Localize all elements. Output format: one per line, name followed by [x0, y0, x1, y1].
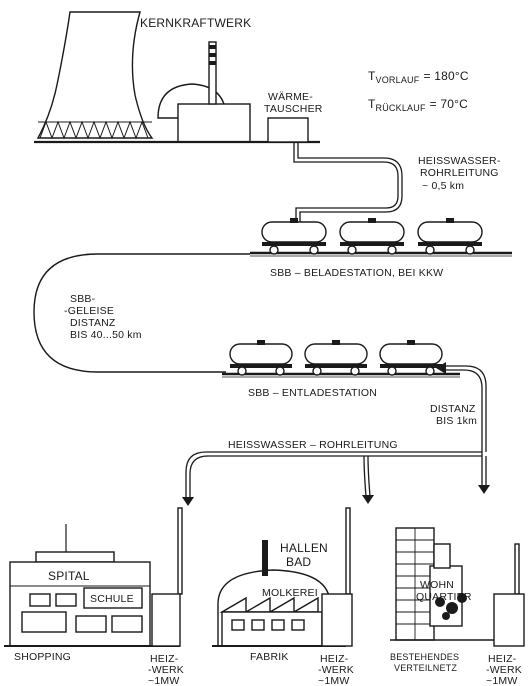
pipe-short-label-3: ~ 0,5 km — [422, 180, 464, 192]
loading-train: SBB – BELADESTATION, BEI KKW — [250, 218, 512, 279]
plant-chimney — [208, 41, 217, 105]
cooling-tower-lattice — [38, 120, 152, 140]
svg-text:~1MW: ~1MW — [318, 675, 349, 686]
svg-text:~1MW: ~1MW — [148, 675, 179, 686]
distribution-network: HEISSWASSER – ROHRLEITUNG — [182, 439, 490, 506]
temperature-labels: TVORLAUF= 180°C TRÜCKLAUF= 70°C — [368, 69, 469, 113]
network-pipe-label: HEISSWASSER – ROHRLEITUNG — [228, 439, 398, 451]
rail-label-4: BIS 40...50 km — [70, 329, 142, 341]
exchanger-label-2: TAUSCHER — [264, 103, 323, 115]
fabrik-label: FABRIK — [250, 651, 289, 663]
return-temperature: TRÜCKLAUF= 70°C — [368, 97, 468, 113]
rail-label-2: -GELEISE — [64, 305, 114, 317]
hallenbad-label-2: BAD — [286, 555, 311, 569]
pipe-short-label-1: HEISSWASSER- — [418, 155, 501, 167]
svg-text:-WERK: -WERK — [148, 664, 184, 676]
flow-temperature: TVORLAUF= 180°C — [368, 69, 469, 85]
tank-wagon — [304, 340, 368, 376]
rail-connection: SBB- -GELEISE DISTANZ BIS 40...50 km — [33, 253, 250, 373]
svg-text:HEIZ-: HEIZ- — [320, 653, 349, 665]
tank-wagon — [229, 340, 293, 376]
pipe-short-label-2: ROHRLEITUNG — [420, 167, 499, 179]
plant-title: KERNKRAFTWERK — [140, 16, 251, 30]
reactor-building — [177, 103, 251, 143]
unloading-train: SBB – ENTLADESTATION — [222, 340, 460, 399]
pipe-plant-to-loading: HEISSWASSER- ROHRLEITUNG ~ 0,5 km — [292, 142, 501, 231]
consumer-spital-group: SPITAL SCHULE SHOPPING — [4, 524, 180, 663]
tank-wagon — [261, 218, 327, 255]
shopping-label: SHOPPING — [14, 651, 71, 663]
svg-text:-WERK: -WERK — [318, 664, 354, 676]
exchanger-label-1: WÄRME- — [268, 91, 313, 103]
svg-text:-WERK: -WERK — [486, 664, 522, 676]
svg-text:HEIZ-: HEIZ- — [150, 653, 179, 665]
distance-label-1: DISTANZ — [430, 403, 476, 415]
tank-wagon — [379, 340, 443, 376]
cooling-tower — [36, 11, 154, 139]
netz-label-2: VERTEILNETZ — [394, 663, 457, 673]
netz-label-1: BESTEHENDES — [390, 652, 459, 662]
heat-exchanger — [267, 117, 309, 143]
schule-label: SCHULE — [90, 593, 134, 605]
wohnquartier-label-2: QUARTIER — [416, 591, 472, 603]
heizwerk-1: HEIZ- -WERK ~1MW — [148, 507, 184, 686]
heizwerk-3: HEIZ- -WERK ~1MW — [486, 543, 525, 686]
svg-text:~1MW: ~1MW — [486, 675, 517, 686]
wohnquartier-label-1: WOHN — [420, 579, 454, 591]
distance-label-2: BIS 1km — [436, 415, 477, 427]
chimney-stripes — [209, 45, 216, 65]
rail-label-3: DISTANZ — [70, 317, 116, 329]
tank-wagon — [417, 218, 483, 255]
svg-text:HEIZ-: HEIZ- — [488, 653, 517, 665]
unloading-station-label: SBB – ENTLADESTATION — [248, 387, 377, 399]
loading-station-label: SBB – BELADESTATION, BEI KKW — [270, 267, 443, 279]
consumer-wohnquartier-group: WOHN QUARTIER BESTEHENDES VERTEILNETZ — [390, 527, 496, 673]
pipe-unloading-to-network: DISTANZ BIS 1km — [430, 362, 487, 456]
nuclear-plant: KERNKRAFTWERK WÄRME- TAUSCHER — [34, 11, 323, 144]
hallenbad-label-1: HALLEN — [280, 541, 328, 555]
heizwerk-2: HEIZ- -WERK ~1MW — [318, 507, 354, 686]
molkerei-label: MOLKEREI — [262, 587, 318, 599]
spital-label: SPITAL — [48, 569, 90, 583]
consumer-fabrik-group: HALLEN BAD MOLKEREI FABRIK — [212, 540, 346, 663]
tank-wagon — [339, 218, 405, 255]
rail-label-1: SBB- — [70, 293, 96, 305]
